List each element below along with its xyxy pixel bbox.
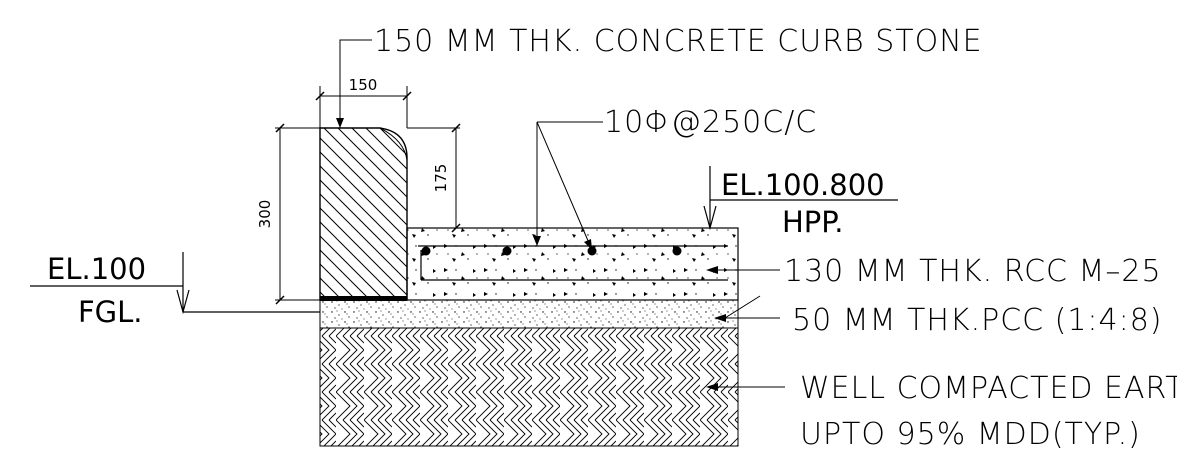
- leader-pcc: [714, 295, 780, 322]
- dimension-curb-projection: 175: [407, 123, 461, 233]
- leader-rcc: [706, 266, 780, 274]
- hpp-elevation-marker: [703, 166, 898, 231]
- fgl-level-label: EL.100: [47, 252, 146, 286]
- rcc-label: 130 MM THK. RCC M–25: [784, 254, 1162, 289]
- rebar-label: 10Φ@250C/C: [604, 105, 817, 140]
- curb-stone: [319, 127, 408, 301]
- rebar-bottom: [420, 250, 728, 281]
- leader-curb-stone: [336, 39, 372, 128]
- rcc-slab: [406, 227, 739, 301]
- rebar-dot: [672, 246, 682, 256]
- curb-stone-label: 150 MM THK. CONCRETE CURB STONE: [374, 24, 983, 59]
- curb-width-value: 150: [349, 76, 378, 94]
- fgl-name-label: FGL.: [78, 295, 143, 329]
- earth-layer: [319, 327, 739, 447]
- rebar-dot: [421, 246, 431, 256]
- curb-height-value: 300: [256, 200, 274, 229]
- earth-label-line2: UPTO 95% MDD(TYP.): [800, 417, 1141, 451]
- fgl-elevation-marker: [30, 252, 320, 315]
- curb-projection-value: 175: [432, 164, 450, 193]
- hpp-level-label: EL.100.800: [721, 168, 885, 202]
- dimension-curb-height: 300: [256, 123, 320, 305]
- hpp-name-label: HPP.: [782, 205, 843, 239]
- pcc-label: 50 MM THK.PCC (1:4:8): [792, 303, 1163, 338]
- earth-label-line1: WELL COMPACTED EARTH: [800, 371, 1177, 406]
- leader-earth: [706, 383, 785, 391]
- dimension-curb-width: 150: [315, 76, 412, 128]
- pcc-layer: [319, 299, 739, 329]
- leader-rebar: [533, 121, 603, 251]
- rebar-dot: [587, 246, 597, 256]
- rebar-dot: [502, 246, 512, 256]
